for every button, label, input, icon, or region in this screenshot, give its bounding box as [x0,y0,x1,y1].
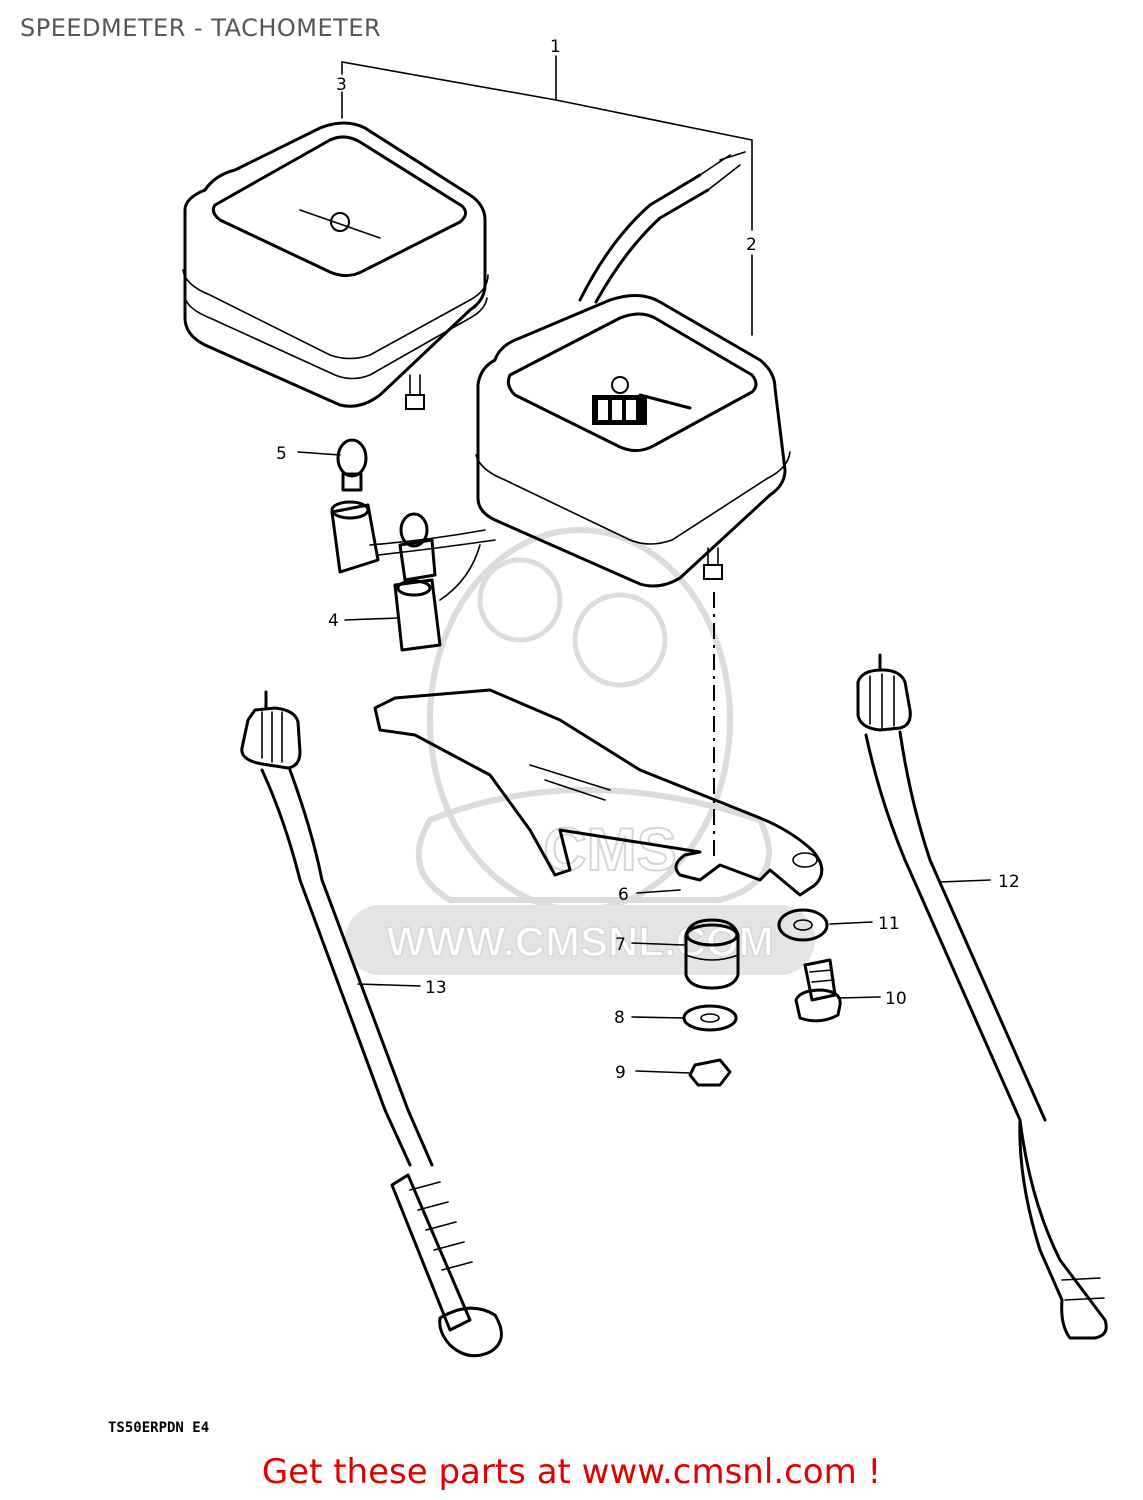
callout-11: 11 [878,914,900,934]
callout-2: 2 [746,235,757,255]
cmsnl-watermark: WWW.CMSNL.COM CMS [345,527,815,975]
callout-13: 13 [425,978,447,998]
callout-6: 6 [618,885,629,905]
callout-7: 7 [615,935,626,955]
callout-1-leader [341,55,753,336]
callout-10: 10 [885,989,907,1009]
callout-5: 5 [276,444,287,464]
parts-diagram: WWW.CMSNL.COM CMS [108,37,1108,1436]
callout-1: 1 [550,37,561,57]
callout-9: 9 [615,1063,626,1083]
speedometer-cable [856,653,1108,1340]
callout-3: 3 [336,75,347,95]
cmsnl-footer-link[interactable]: Get these parts at www.cmsnl.com ! [261,1452,882,1492]
meter-bracket [373,592,824,897]
callout-4: 4 [328,611,339,631]
callout-8: 8 [614,1008,625,1028]
small-hardware [682,908,842,1087]
tachometer-cable [240,690,503,1358]
bulb-and-sockets [330,438,496,652]
drawing-code: TS50ERPDN E4 [108,1420,209,1436]
callout-12: 12 [998,872,1020,892]
tachometer-gauge [182,121,489,410]
page-title: SPEEDMETER - TACHOMETER [20,14,382,42]
speedometer-gauge [475,151,791,588]
callout-leaders [297,451,991,1074]
